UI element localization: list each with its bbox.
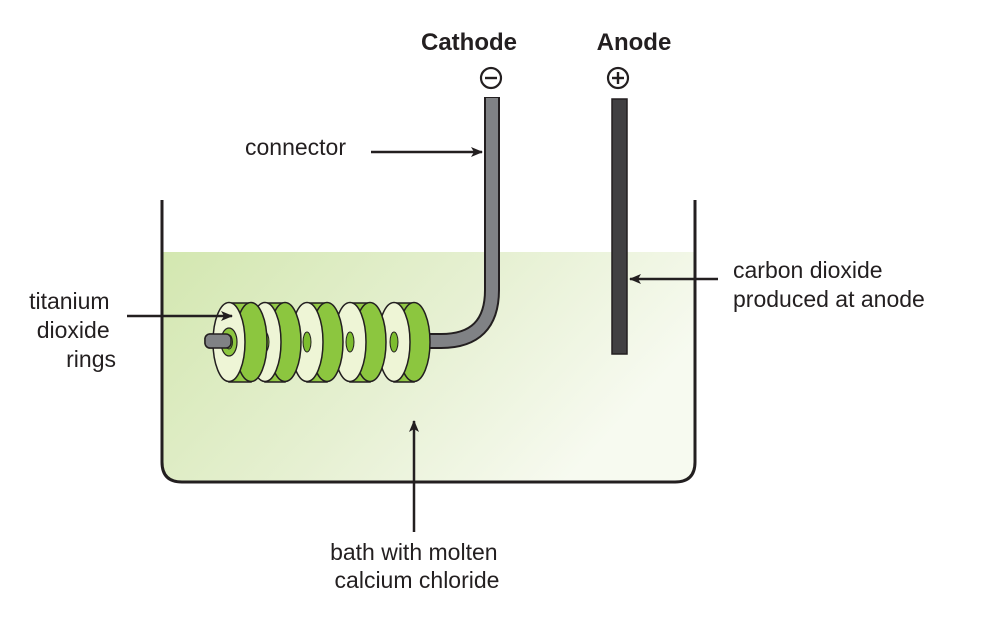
rings-label: titanium dioxide rings [29, 288, 116, 372]
anode-label: Anode [597, 29, 672, 56]
positive-sign-icon [606, 66, 630, 90]
negative-sign-icon [479, 66, 503, 90]
bath-container [160, 200, 697, 484]
carbon-dioxide-label: carbon dioxide produced at anode [733, 257, 925, 312]
connector-label: connector [245, 134, 346, 160]
cathode-label: Cathode [421, 29, 517, 56]
titanium-dioxide-rings [212, 301, 431, 383]
molten-calcium-chloride-liquid [162, 252, 695, 482]
ring [377, 301, 431, 383]
anode-rod [611, 98, 628, 355]
ring [333, 301, 387, 383]
bath-label: bath with molten calcium chloride [330, 539, 504, 593]
